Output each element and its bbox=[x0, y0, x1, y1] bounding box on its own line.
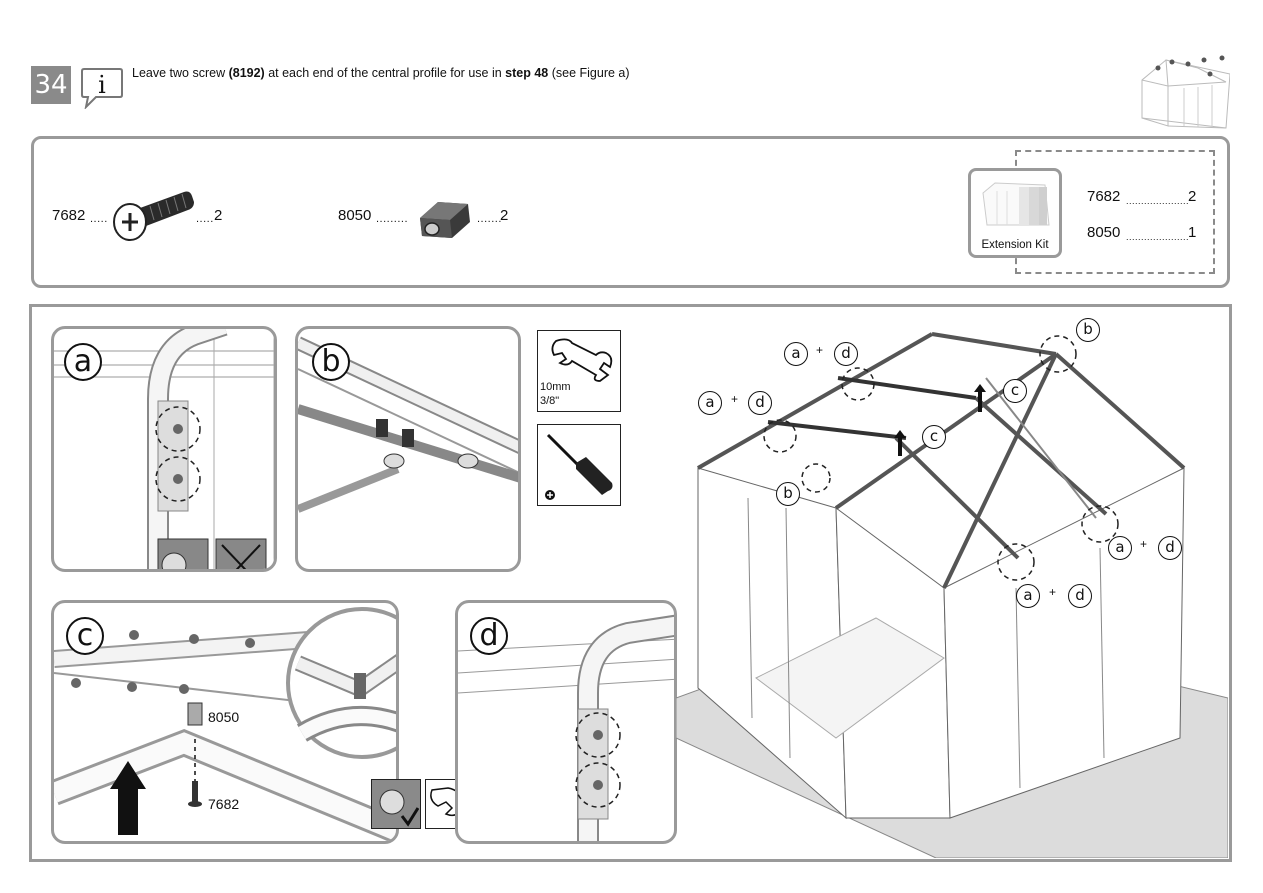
phillips-screwdriver-icon bbox=[545, 433, 613, 500]
part-qty-7682: 2 bbox=[214, 207, 223, 224]
svg-text:i: i bbox=[98, 71, 106, 99]
figure-c: c 8050 7682 bbox=[51, 600, 399, 844]
figure-d-drawing bbox=[458, 614, 674, 841]
part-reference: (8192) bbox=[228, 66, 265, 80]
screw-icon bbox=[113, 191, 194, 241]
figure-b: b bbox=[295, 326, 521, 572]
step-instruction: Leave two screw (8192) at each end of th… bbox=[132, 66, 630, 80]
callout-a-4: a bbox=[1016, 584, 1040, 608]
ext-code-7682: 7682 bbox=[1087, 188, 1121, 205]
callout-c-2: c bbox=[922, 425, 946, 449]
figure-c-part-8050: 8050 bbox=[208, 709, 240, 725]
screwdriver-tool-box bbox=[537, 424, 621, 506]
callout-d-1: d bbox=[834, 342, 858, 366]
figure-a-label: a bbox=[64, 343, 102, 381]
wrench-tool-box: 10mm 3/8" bbox=[537, 330, 621, 412]
figure-d: d bbox=[455, 600, 677, 844]
nut-icon bbox=[379, 789, 420, 827]
wrench-size-imperial: 3/8" bbox=[540, 395, 560, 407]
parts-panel bbox=[31, 136, 1230, 288]
ext-code-8050: 8050 bbox=[1087, 224, 1121, 241]
hex-nut-icon bbox=[420, 202, 470, 238]
assembly-panel bbox=[29, 304, 1232, 862]
extension-kit-label: Extension Kit bbox=[981, 239, 1049, 251]
callout-a-3: a bbox=[1108, 536, 1132, 560]
shed-thumbnail bbox=[1141, 55, 1230, 129]
ext-qty-7682: 2 bbox=[1188, 188, 1197, 205]
callout-c-1: c bbox=[1003, 379, 1027, 403]
callout-b-top: b bbox=[1076, 318, 1100, 342]
step-reference: step 48 bbox=[505, 66, 549, 80]
callout-d-4: d bbox=[1068, 584, 1092, 608]
extension-shed-icon bbox=[982, 182, 1050, 226]
figure-c-drawing bbox=[54, 607, 396, 841]
figure-c-label: c bbox=[66, 617, 104, 655]
callout-a-1: a bbox=[784, 342, 808, 366]
extension-kit-box: Extension Kit bbox=[968, 168, 1062, 258]
figure-b-label: b bbox=[312, 343, 350, 381]
nut-check-box bbox=[371, 779, 421, 829]
wrench-icon bbox=[551, 338, 613, 382]
figure-a: a bbox=[51, 326, 277, 572]
part-qty-8050: 2 bbox=[500, 207, 509, 224]
ext-qty-8050: 1 bbox=[1188, 224, 1197, 241]
figure-a-drawing bbox=[54, 329, 274, 569]
wrench-size-metric: 10mm bbox=[540, 381, 571, 393]
info-icon: i bbox=[81, 68, 123, 109]
callout-a-2: a bbox=[698, 391, 722, 415]
callout-d-3: d bbox=[1158, 536, 1182, 560]
part-code-7682: 7682 bbox=[52, 207, 86, 224]
shed-assembly-drawing bbox=[676, 332, 1228, 858]
callout-d-2: d bbox=[748, 391, 772, 415]
callout-b-left: b bbox=[776, 482, 800, 506]
part-code-8050: 8050 bbox=[338, 207, 372, 224]
step-number: 34 bbox=[31, 66, 71, 104]
figure-c-part-7682: 7682 bbox=[208, 796, 240, 812]
figure-d-label: d bbox=[470, 617, 508, 655]
